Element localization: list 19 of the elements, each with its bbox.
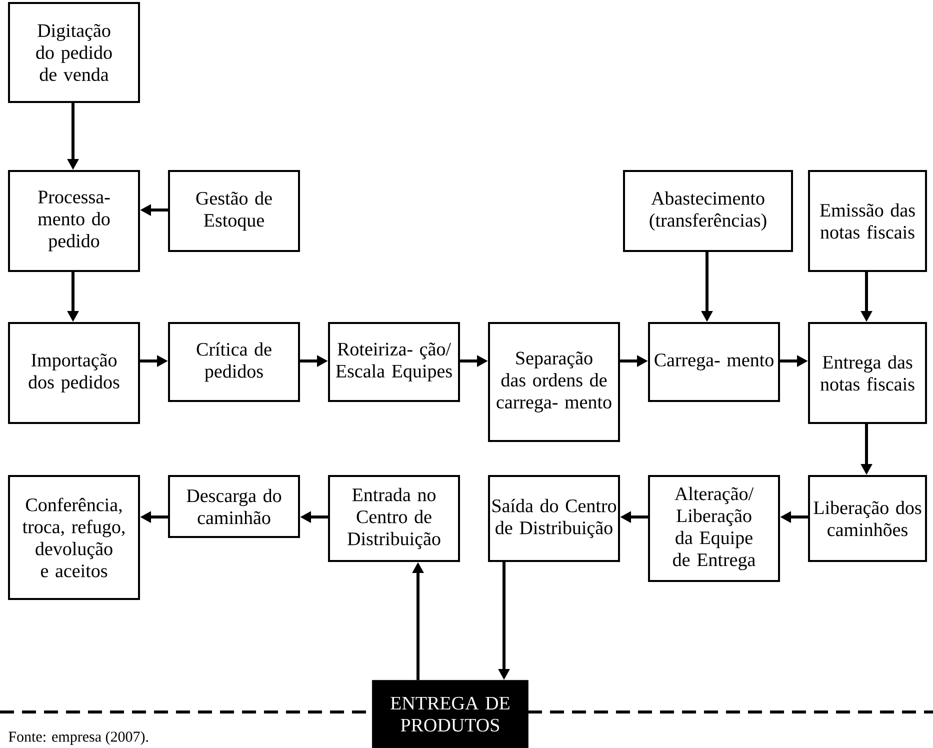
process-box: Liberação dos caminhões	[808, 475, 927, 562]
process-box: Separação das ordens de carrega- mento	[488, 322, 620, 442]
process-box: Descarga do caminhão	[168, 475, 300, 538]
banner-box: ENTREGA DE PRODUTOS	[372, 680, 528, 748]
process-box: Emissão das notas fiscais	[808, 170, 927, 272]
process-box: Roteiriza- ção/ Escala Equipes	[328, 322, 460, 402]
process-box: Crítica de pedidos	[168, 322, 300, 402]
process-box: Abastecimento (transferências)	[623, 170, 793, 252]
process-box: Conferência, troca, refugo, devolução e aceitos	[8, 475, 140, 600]
process-box: Gestão de Estoque	[168, 170, 300, 252]
source-note: Fonte: empresa (2007).	[8, 731, 148, 745]
process-box: Entrada no Centro de Distribuição	[328, 475, 460, 562]
process-box: Digitação do pedido de venda	[8, 2, 140, 103]
process-box: Carrega- mento	[648, 322, 780, 402]
process-box: Saída do Centro de Distribuição	[488, 475, 620, 562]
process-box: Processa- mento do pedido	[8, 170, 140, 272]
process-box: Alteração/ Liberação da Equipe de Entrega	[648, 475, 780, 582]
process-box: Importação dos pedidos	[8, 322, 140, 424]
process-box: Entrega das notas fiscais	[808, 322, 927, 424]
